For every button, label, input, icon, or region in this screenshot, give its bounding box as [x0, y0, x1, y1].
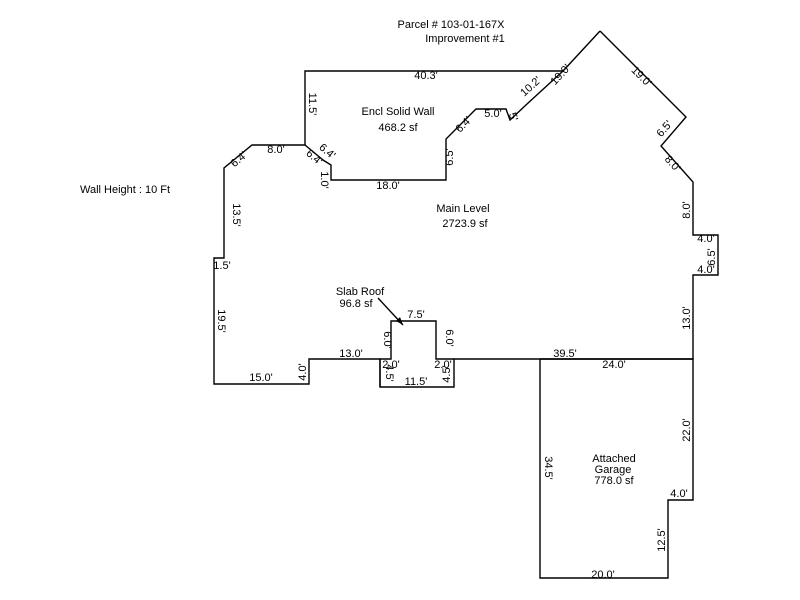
- dim-garage-bottom: 20.0': [591, 569, 615, 581]
- dim-bottom-mid: 13.0': [339, 348, 363, 360]
- main-area-size: 2723.9 sf: [442, 218, 488, 230]
- dim-bump-bottom: 4.0': [697, 264, 714, 276]
- dim-peak-right: 19.0': [629, 64, 654, 89]
- dim-encl-right: 6.5': [444, 148, 456, 165]
- main-area-name: Main Level: [436, 203, 489, 215]
- dim-left-top-a: 8.0': [267, 144, 284, 156]
- dim-notch-depth-right: 4.5': [441, 365, 453, 382]
- dim-encl-short: 1.0': [318, 171, 330, 188]
- dim-notch-bottom: 11.5': [405, 376, 428, 388]
- dim-right-a: 8.0': [681, 201, 693, 218]
- dim-slab-top: 7.5': [407, 309, 424, 321]
- garage-area-name2: Garage: [595, 464, 632, 476]
- dim-encl-diag3: 19.0': [548, 62, 573, 87]
- dim-garage-top: 24.0': [602, 359, 626, 371]
- wall-height: Wall Height : 10 Ft: [80, 184, 170, 196]
- dim-notch-depth-left: 4.5': [383, 364, 395, 381]
- slab-roof-outline: [380, 320, 454, 360]
- dim-encl-diag2: 10.2': [518, 74, 544, 99]
- dim-garage-right2: 12.5': [656, 528, 668, 552]
- dim-notch-right: 2.0': [434, 359, 451, 371]
- dim-left-a: 13.5': [230, 203, 242, 227]
- dim-bump-top: 4.0': [697, 233, 714, 245]
- dim-left-step: 1.5': [213, 260, 230, 272]
- dim-encl-top-right: 5.0': [484, 108, 501, 120]
- dim-encl-small: 5': [506, 111, 520, 123]
- encl-area-name: Encl Solid Wall: [362, 106, 435, 118]
- encl-area-size: 468.2 sf: [378, 122, 418, 134]
- dim-slab-left: 6.0': [381, 331, 393, 348]
- dim-bump-side: 6.5': [706, 248, 718, 265]
- dim-right-diag: 6.5': [654, 119, 674, 140]
- garage-area-size: 778.0 sf: [594, 475, 634, 487]
- slab-area-name: Slab Roof: [336, 286, 385, 298]
- dim-garage-left: 34.5': [542, 456, 554, 480]
- dim-encl-bottom: 18.0': [376, 180, 400, 192]
- garage-area-name1: Attached: [592, 453, 635, 465]
- slab-roof-arrowhead: [396, 317, 403, 325]
- dim-notch-left: 2.0': [382, 359, 399, 371]
- parcel-number: Parcel # 103-01-167X: [397, 19, 505, 31]
- encl-solid-wall-outline: [304, 70, 564, 181]
- dim-encl-top: 40.3': [414, 70, 438, 82]
- garage-outline: [539, 358, 694, 579]
- dim-main-bottom: 39.5': [553, 348, 577, 360]
- dim-left-diag: 6.4': [229, 150, 250, 170]
- dim-slab-right: 6.0': [443, 329, 455, 346]
- dim-left-short: 4.0': [297, 363, 309, 380]
- dim-left-bottom: 15.0': [249, 372, 273, 384]
- dim-encl-diag: 6.4': [453, 114, 474, 135]
- dim-right-diag2: 8.0': [662, 154, 683, 175]
- dim-encl-left: 11.5': [306, 93, 318, 116]
- dim-garage-step: 4.0': [670, 488, 687, 500]
- slab-area-size: 96.8 sf: [339, 298, 373, 310]
- improvement-number: Improvement #1: [425, 33, 504, 45]
- dim-left-b: 19.5': [215, 309, 227, 333]
- dim-garage-right: 22.0': [681, 418, 693, 442]
- dim-right-b: 13.0': [681, 306, 693, 330]
